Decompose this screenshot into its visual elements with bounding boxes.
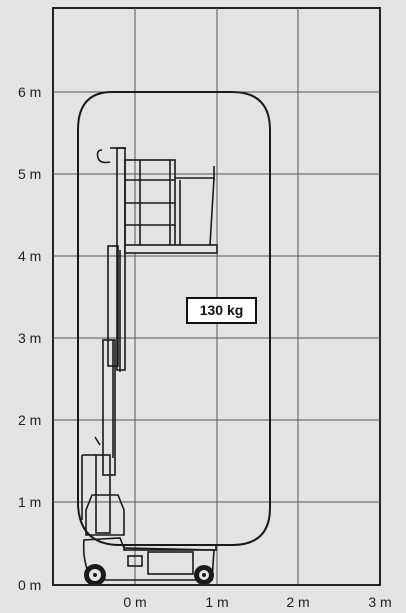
mast-section-2 <box>102 339 116 476</box>
wheels <box>84 564 214 586</box>
platform-floor <box>124 244 218 254</box>
grid <box>53 8 380 585</box>
load-label-box <box>186 297 257 324</box>
x-label: 3 m <box>368 594 391 610</box>
x-axis-labels: 0 m 1 m 2 m 3 m <box>123 594 391 610</box>
y-label: 5 m <box>18 166 41 182</box>
y-label: 6 m <box>18 84 41 100</box>
y-label: 4 m <box>18 248 41 264</box>
x-label: 1 m <box>205 594 228 610</box>
load-label: 130 kg <box>186 297 257 324</box>
platform-basket <box>124 159 176 249</box>
x-label: 2 m <box>286 594 309 610</box>
lift-machine <box>81 147 218 581</box>
y-axis-labels: 0 m 1 m 2 m 3 m 4 m 5 m 6 m <box>18 84 41 593</box>
y-label: 1 m <box>18 494 41 510</box>
y-label: 2 m <box>18 412 41 428</box>
working-range-envelope <box>77 91 271 546</box>
load-label-text: 130 kg <box>200 302 244 318</box>
x-label: 0 m <box>123 594 146 610</box>
platform-extension <box>174 177 215 249</box>
y-label: 0 m <box>18 577 41 593</box>
chassis-body <box>85 494 125 536</box>
chassis-panel <box>147 551 194 575</box>
y-label: 3 m <box>18 330 41 346</box>
